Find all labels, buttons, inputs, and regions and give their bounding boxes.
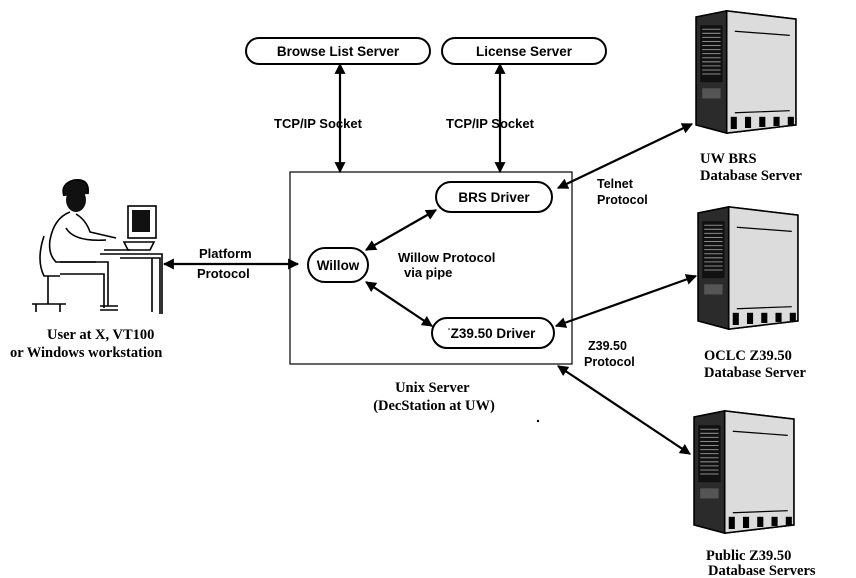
willow-z3950-arrow bbox=[366, 282, 432, 326]
z3950-driver-node: Z39.50 Driver bbox=[432, 318, 554, 348]
oclc-caption: OCLC Z39.50 Database Server bbox=[704, 348, 806, 381]
tcpip-socket-left-label: TCP/IP Socket bbox=[274, 116, 363, 131]
z3950-driver-label: Z39.50 Driver bbox=[451, 326, 537, 341]
tcpip-socket-right-label: TCP/IP Socket bbox=[446, 116, 535, 131]
license-server-node: License Server bbox=[442, 38, 606, 64]
scan-dot bbox=[448, 328, 450, 330]
oclc-server-icon bbox=[698, 207, 798, 329]
telnet-protocol-label: Telnet Protocol bbox=[597, 177, 648, 207]
z3950-protocol-label: Z39.50 Protocol bbox=[584, 339, 635, 369]
willow-brs-arrow bbox=[366, 210, 436, 250]
scan-dot bbox=[537, 420, 539, 422]
uw-brs-caption: UW BRS Database Server bbox=[700, 151, 802, 184]
user-caption: User at X, VT100 or Windows workstation bbox=[10, 327, 162, 361]
public-z3950-arrow bbox=[558, 366, 690, 454]
brs-driver-label: BRS Driver bbox=[458, 190, 530, 205]
willow-node: Willow bbox=[308, 248, 368, 282]
browse-list-server-node: Browse List Server bbox=[246, 38, 430, 64]
user-workstation-icon bbox=[32, 180, 162, 314]
public-server-icon bbox=[694, 411, 794, 533]
brs-driver-node: BRS Driver bbox=[436, 182, 552, 212]
oclc-z3950-arrow bbox=[556, 276, 696, 326]
browse-list-server-label: Browse List Server bbox=[277, 44, 400, 59]
license-server-label: License Server bbox=[476, 44, 573, 59]
willow-label: Willow bbox=[317, 258, 360, 273]
unix-server-caption: Unix Server (DecStation at UW) bbox=[373, 380, 495, 414]
uw-brs-server-icon bbox=[696, 11, 796, 133]
willow-protocol-label: Willow Protocol via pipe bbox=[398, 250, 499, 280]
public-caption: Public Z39.50 Database Servers bbox=[706, 548, 816, 578]
